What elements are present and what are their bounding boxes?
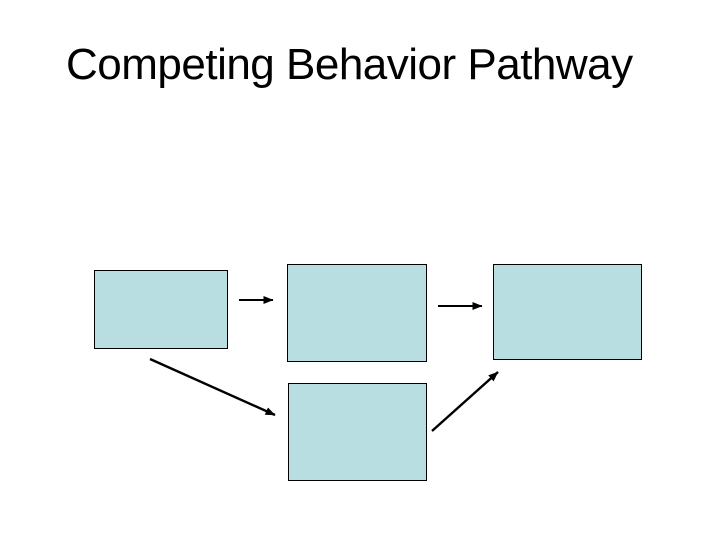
box-left [94,270,228,349]
box-right [493,264,642,360]
arrow-bottom-to-right [431,371,499,432]
slide-title: Competing Behavior Pathway [66,40,633,89]
box-bottom [288,383,427,481]
arrow-left-to-bottom [149,357,276,417]
box-center [287,264,427,362]
